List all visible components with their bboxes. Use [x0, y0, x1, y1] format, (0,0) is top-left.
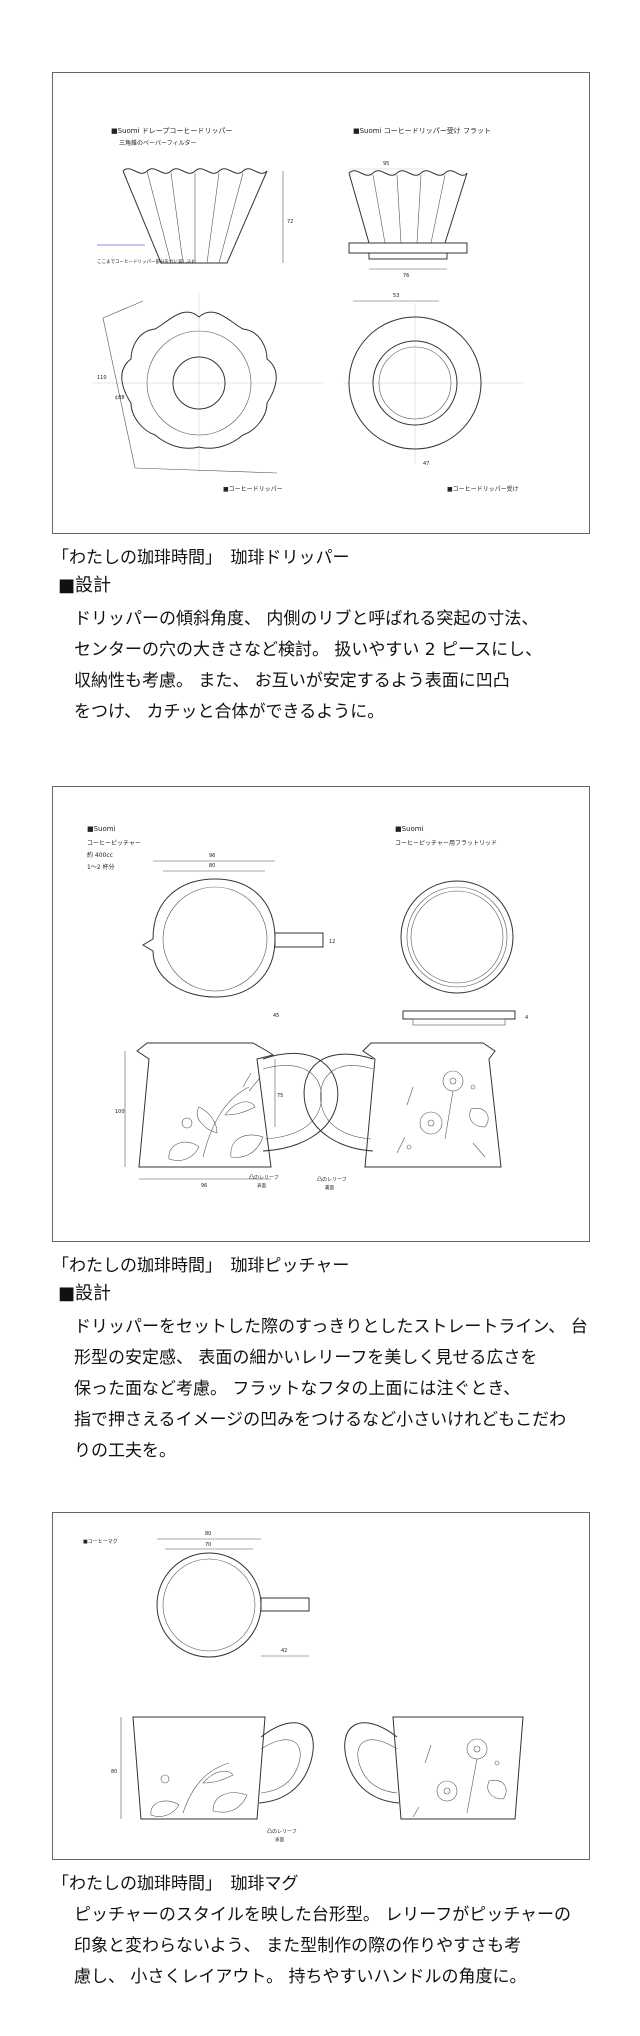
- filter-label: 三角錐のペーパーフィルター: [119, 139, 196, 147]
- dim-dripper-height: 72: [287, 219, 293, 225]
- dim-mug-top: 80: [205, 1531, 211, 1537]
- dim-mug-handle: 42: [281, 1648, 287, 1654]
- dim-dripper-inner: ¢88: [115, 395, 125, 401]
- mug-label: ■コーヒーマグ: [83, 1538, 118, 1545]
- pitcher-volume-label: 約 400cc: [87, 851, 113, 859]
- fold-note: ここまでコーヒードリッパー部分を穴に差し込む: [97, 258, 196, 265]
- dripper-description-line: をつけ、 カチッと合体ができるように。: [74, 702, 385, 722]
- dim-pitcher-top: 96: [209, 853, 215, 859]
- mug-description: ピッチャーのスタイルを映した台形型。 レリーフがピッチャーの 印象と変わらないよ…: [74, 1900, 614, 1993]
- lid-name-label: コーヒーピッチャー用フラットリッド: [395, 840, 497, 847]
- dim-mug-height: 80: [111, 1769, 117, 1775]
- dim-pitcher-inner: 80: [209, 863, 215, 869]
- mug-front-view: 80 凸のレリーフ 表面: [111, 1716, 314, 1843]
- dripper-heading: ■設計: [58, 575, 112, 596]
- dim-holder-inner: 53: [393, 293, 399, 299]
- front-relief-side: 表面: [257, 1182, 266, 1189]
- pitcher-description-line: りの工夫を。: [74, 1441, 176, 1461]
- mug-relief-label: 凸のレリーフ: [267, 1829, 297, 1835]
- mug-description-line: ピッチャーのスタイルを映した台形型。 レリーフがピッチャーの: [74, 1905, 572, 1925]
- dripper-drawing: ■Suomi ドレープコーヒードリッパー 三角錐のペーパーフィルター ■Suom…: [52, 72, 590, 534]
- dim-holder-top: 95: [383, 161, 389, 167]
- dim-mug-inner: 70: [205, 1542, 211, 1548]
- pitcher-back-view: 凸のレリーフ 裏面: [303, 1042, 502, 1191]
- dripper-caption: ■コーヒードリッパー: [223, 486, 283, 493]
- lid-top-view: 4: [400, 880, 528, 1026]
- pitcher-brand-label: ■Suomi: [87, 825, 116, 833]
- pitcher-description-line: 保った面など考慮。 フラットなフタの上面には注ぐとき、: [74, 1379, 521, 1399]
- pitcher-name-label: コーヒーピッチャー: [87, 840, 141, 847]
- pitcher-description-line: 形型の安定感、 表面の細かいレリーフを美しく見せる広さを: [74, 1348, 538, 1368]
- dripper-title: 「わたしの珈琲時間」 珈琲ドリッパー: [52, 548, 350, 568]
- mug-relief-side: 表面: [275, 1836, 284, 1843]
- holder-side-view: 95 76: [348, 161, 468, 279]
- pitcher-description: ドリッパーをセットした際のすっきりとしたストレートライン、 台 形型の安定感、 …: [74, 1312, 614, 1467]
- dim-lid-height: 4: [525, 1015, 528, 1021]
- lid-brand-label: ■Suomi: [395, 825, 424, 833]
- mug-description-line: 慮し、 小さくレイアウト。 持ちやすいハンドルの角度に。: [74, 1967, 527, 1987]
- mug-drawing: ■コーヒーマグ 80 70 42 80: [52, 1512, 590, 1860]
- pitcher-front-view: 45 100 75 96 凸のレリーフ 表面: [115, 1013, 339, 1189]
- dim-handle-reach: 45: [273, 1013, 279, 1019]
- dripper-description-line: 収納性も考慮。 また、 お互いが安定するよう表面に凹凸: [74, 671, 510, 691]
- pitcher-description-line: ドリッパーをセットした際のすっきりとしたストレートライン、 台: [74, 1317, 588, 1337]
- pitcher-title: 「わたしの珈琲時間」 珈琲ピッチャー: [52, 1256, 350, 1276]
- dim-pitcher-height: 100: [115, 1109, 125, 1115]
- dim-pitcher-base: 96: [201, 1183, 207, 1189]
- pitcher-heading: ■設計: [58, 1283, 112, 1304]
- dim-holder-hole: 47: [423, 461, 429, 467]
- holder-top-view: 53 47 ■コーヒードリッパー受け: [343, 293, 523, 493]
- dim-holder-base: 76: [403, 273, 409, 279]
- pitcher-description-line: 指で押さえるイメージの凹みをつけるなど小さいけれどもこだわ: [74, 1410, 567, 1430]
- dim-dripper-diameter: 110: [97, 375, 107, 381]
- dripper-description: ドリッパーの傾斜角度、 内側のリブと呼ばれる突起の寸法、 センターの穴の大きさな…: [74, 604, 614, 728]
- dripper-label: ■Suomi ドレープコーヒードリッパー: [111, 127, 232, 135]
- pitcher-top-view: 96 80 12: [142, 853, 335, 998]
- holder-caption: ■コーヒードリッパー受け: [447, 485, 519, 493]
- dripper-description-line: ドリッパーの傾斜角度、 内側のリブと呼ばれる突起の寸法、: [74, 609, 539, 629]
- mug-description-line: 印象と変わらないよう、 また型制作の際の作りやすさも考: [74, 1936, 522, 1956]
- pitcher-cups-label: 1〜2 杯分: [87, 863, 115, 871]
- pitcher-drawing: ■Suomi コーヒーピッチャー 約 400cc 1〜2 杯分 ■Suomi コ…: [52, 786, 590, 1242]
- holder-label: ■Suomi コーヒードリッパー受け フラット: [353, 126, 491, 135]
- mug-top-view: 80 70 42: [156, 1531, 310, 1658]
- mug-title: 「わたしの珈琲時間」 珈琲マグ: [52, 1874, 299, 1894]
- back-relief-side: 裏面: [325, 1184, 334, 1191]
- dripper-description-line: センターの穴の大きさなど検討。 扱いやすい 2 ピースにし、: [74, 640, 543, 660]
- front-relief-label: 凸のレリーフ: [249, 1175, 279, 1181]
- dripper-side-view: 72 ここまでコーヒードリッパー部分を穴に差し込む: [97, 168, 293, 265]
- back-relief-label: 凸のレリーフ: [317, 1177, 347, 1183]
- mug-back-view: [344, 1716, 524, 1820]
- dim-handle-width: 12: [329, 939, 335, 945]
- dripper-top-view: 110 ¢88 ■コーヒードリッパー: [93, 293, 323, 493]
- dim-pitcher-body: 75: [277, 1093, 283, 1099]
